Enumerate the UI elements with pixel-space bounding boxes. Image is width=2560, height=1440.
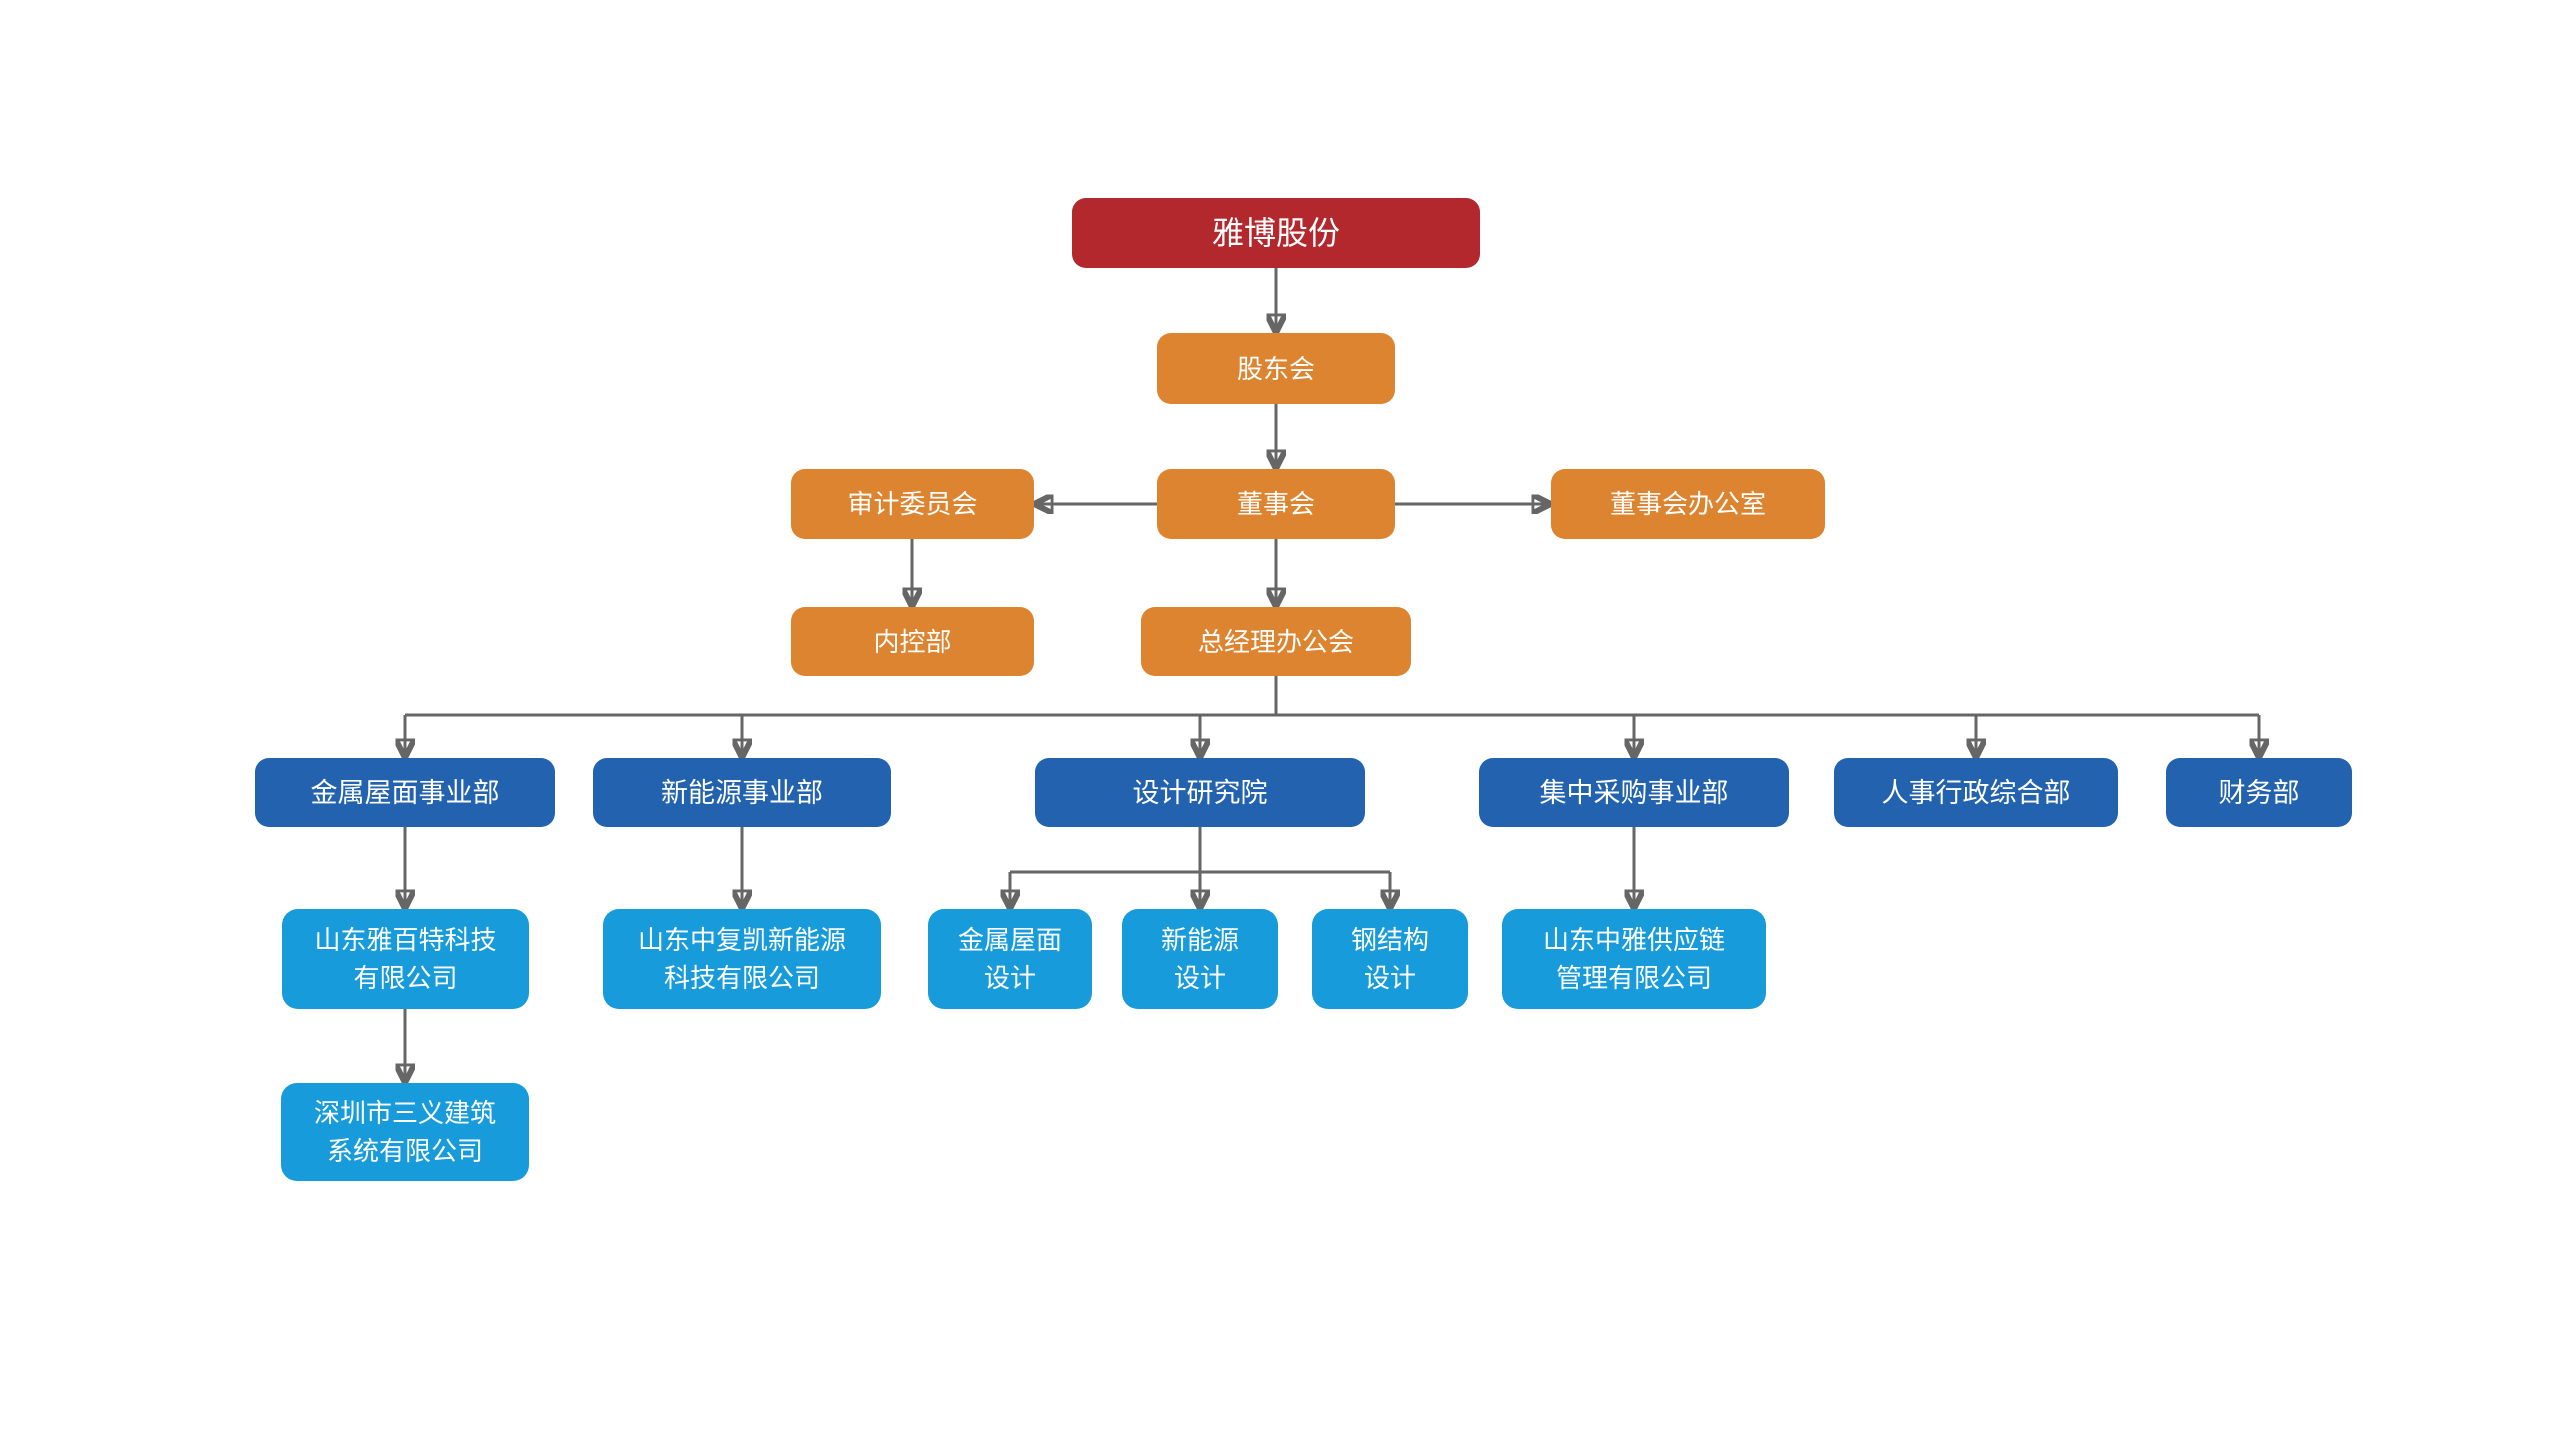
node-subsidiary-yabaite: 山东雅百特科技 有限公司	[282, 909, 529, 1009]
node-team-new-energy-design: 新能源 设计	[1122, 909, 1278, 1009]
node-company: 雅博股份	[1072, 198, 1480, 268]
node-subsidiary-zhongya-supply-chain: 山东中雅供应链 管理有限公司	[1502, 909, 1766, 1009]
node-audit-committee: 审计委员会	[791, 469, 1034, 539]
node-subsidiary-sanyi-building: 深圳市三义建筑 系统有限公司	[281, 1083, 529, 1181]
node-team-metal-roof-design: 金属屋面 设计	[928, 909, 1092, 1009]
node-shareholders-meeting: 股东会	[1157, 333, 1395, 404]
node-dept-new-energy: 新能源事业部	[593, 758, 891, 827]
node-team-steel-structure-design: 钢结构 设计	[1312, 909, 1468, 1009]
node-dept-design-institute: 设计研究院	[1035, 758, 1365, 827]
node-board-office: 董事会办公室	[1551, 469, 1825, 539]
node-dept-central-procurement: 集中采购事业部	[1479, 758, 1789, 827]
node-board-of-directors: 董事会	[1157, 469, 1395, 539]
node-dept-metal-roofing: 金属屋面事业部	[255, 758, 555, 827]
node-subsidiary-zhongfukai: 山东中复凯新能源 科技有限公司	[603, 909, 881, 1009]
node-gm-office: 总经理办公会	[1141, 607, 1411, 676]
node-dept-hr-admin: 人事行政综合部	[1834, 758, 2118, 827]
node-internal-control-dept: 内控部	[791, 607, 1034, 676]
node-dept-finance: 财务部	[2166, 758, 2352, 827]
